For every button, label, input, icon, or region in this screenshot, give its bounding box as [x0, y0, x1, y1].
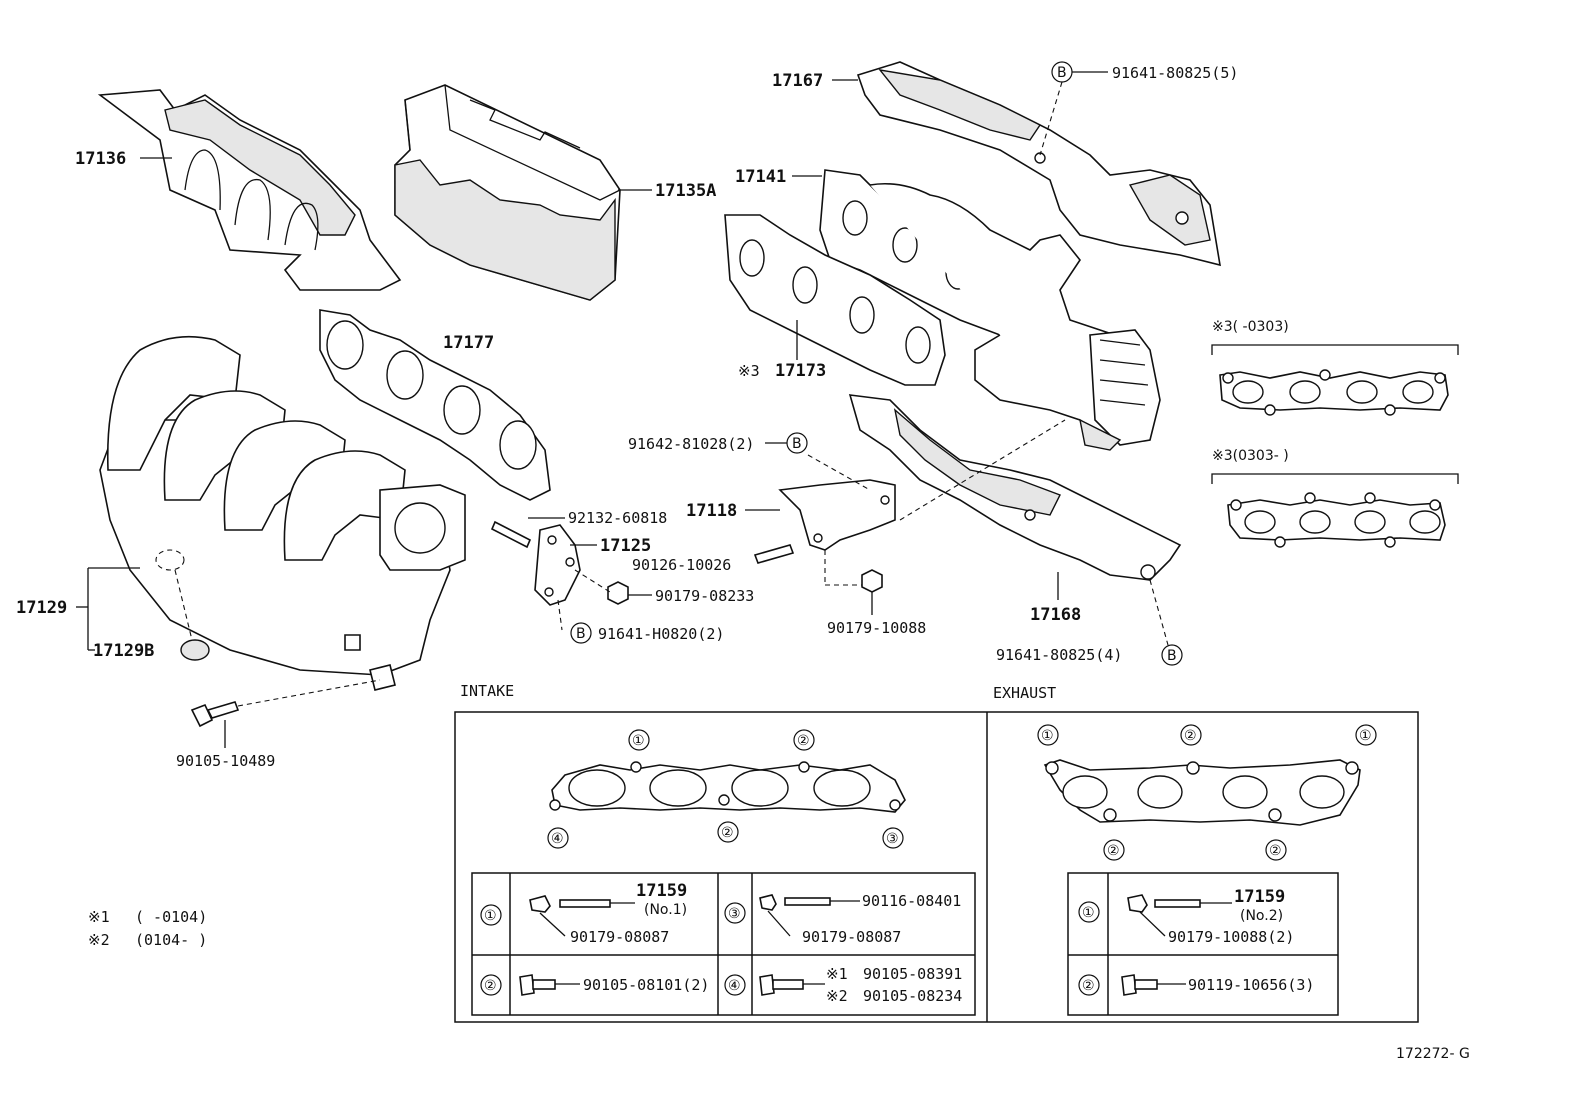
- label-90105-10489: 90105-10489: [176, 752, 275, 770]
- label-17168: 17168: [1030, 605, 1081, 625]
- exhaust-pos-1-right: ①: [1359, 728, 1372, 744]
- intake-pos-3: ③: [886, 831, 899, 847]
- label-17177: 17177: [443, 333, 494, 353]
- section-exhaust-title: EXHAUST: [993, 684, 1056, 702]
- intake-table-row4-note2: ※2: [826, 987, 848, 1005]
- section-intake-title: INTAKE: [460, 682, 514, 700]
- intake-manifold-17129-drawing[interactable]: [99, 335, 466, 691]
- label-17118: 17118: [686, 501, 737, 521]
- label-92132-60818: 92132-60818: [568, 509, 667, 527]
- label-17129b: 17129B: [93, 641, 154, 661]
- bracket-17118-drawing[interactable]: [778, 479, 896, 551]
- intake-table-row4-num: ④: [728, 978, 741, 994]
- label-17136: 17136: [75, 149, 126, 169]
- intake-pos-4: ④: [551, 831, 564, 847]
- exhaust-gasket-17173-drawing[interactable]: [724, 214, 946, 386]
- note1-mark: ※1: [88, 908, 110, 926]
- exhaust-table-row2-num: ②: [1082, 978, 1095, 994]
- intake-bolt-icon-2: [759, 974, 804, 996]
- label-17135a: 17135A: [655, 181, 716, 201]
- label-17167: 17167: [772, 71, 823, 91]
- bolt-b-marker-top: B: [1057, 65, 1067, 81]
- intake-table-row4-part1: 90105-08391: [863, 965, 962, 983]
- exhaust-pos-2-bottom-left: ②: [1107, 843, 1120, 859]
- exhaust-table-row1-part: 17159: [1234, 887, 1285, 907]
- intake-stud-icon-2: [759, 894, 831, 911]
- plug-17129b-drawing[interactable]: [180, 639, 210, 661]
- stud-90126-10026-drawing[interactable]: [753, 544, 795, 564]
- intake-pos-1: ①: [632, 733, 645, 749]
- intake-table-row3-nut: 90179-08087: [802, 928, 901, 946]
- heat-insulator-17168-drawing[interactable]: [848, 394, 1182, 581]
- variant-late-label: ※3(0303- ): [1212, 448, 1289, 464]
- intake-table-row3-part: 90116-08401: [862, 892, 961, 910]
- exhaust-stud-icon: [1127, 894, 1201, 913]
- heat-insulator-17135a-drawing[interactable]: [394, 84, 621, 301]
- exhaust-pos-1-left: ①: [1041, 728, 1054, 744]
- note1-range: ( -0104): [135, 908, 207, 926]
- note2-range: (0104- ): [135, 931, 207, 949]
- parts-table-frame: [454, 711, 1419, 1023]
- label-17125: 17125: [600, 536, 651, 556]
- heat-insulator-17167-drawing[interactable]: [856, 61, 1221, 267]
- nut-90179-08233-drawing[interactable]: [607, 581, 629, 605]
- exhaust-table-row1-num: ①: [1082, 905, 1095, 921]
- intake-table-row4-note1: ※1: [826, 965, 848, 983]
- variant-early-label: ※3( -0303): [1212, 319, 1289, 335]
- intake-table-row1-nut: 90179-08087: [570, 928, 669, 946]
- bolt-90105-10489-drawing[interactable]: [190, 701, 240, 728]
- label-91641-80825-5: 91641-80825(5): [1112, 64, 1238, 82]
- exhaust-pos-2-top: ②: [1184, 728, 1197, 744]
- intake-table-row1-sub: (No.1): [644, 902, 687, 918]
- exhaust-table-row1-nut: 90179-10088(2): [1168, 928, 1294, 946]
- label-91642-81028: 91642-81028(2): [628, 435, 754, 453]
- exhaust-bolt-icon: [1121, 974, 1158, 996]
- intake-table-row2-part: 90105-08101(2): [583, 976, 709, 994]
- label-17129: 17129: [16, 598, 67, 618]
- figure-id: 172272- G: [1396, 1046, 1470, 1062]
- label-91641-80825-4: 91641-80825(4): [996, 646, 1122, 664]
- label-91641-h0820: 91641-H0820(2): [598, 625, 724, 643]
- label-17141: 17141: [735, 167, 786, 187]
- intake-table-row2-num: ②: [484, 978, 497, 994]
- label-17173: 17173: [775, 361, 826, 381]
- exhaust-table-row2-part: 90119-10656(3): [1188, 976, 1314, 994]
- intake-pos-2-top: ②: [797, 733, 810, 749]
- intake-table-row1-num: ①: [484, 908, 497, 924]
- gasket-variant-late-drawing[interactable]: [1227, 492, 1446, 548]
- gasket-variant-early-drawing[interactable]: [1219, 369, 1449, 416]
- intake-table-row4-part2: 90105-08234: [863, 987, 962, 1005]
- nut-90179-10088-drawing[interactable]: [861, 569, 883, 593]
- intake-stud-icon: [529, 895, 611, 913]
- intake-pos-2-bottom: ②: [721, 825, 734, 841]
- stud-92132-60818-drawing[interactable]: [490, 520, 532, 549]
- intake-gasket-detail-drawing: [549, 761, 906, 813]
- intake-bolt-icon: [519, 974, 556, 996]
- exhaust-table-row1-sub: (No.2): [1240, 908, 1283, 924]
- exhaust-fastener-table: [1067, 872, 1339, 1016]
- intake-table-row3-num: ③: [728, 906, 741, 922]
- bolt-b-marker-17125: B: [576, 626, 586, 642]
- heat-insulator-17136-drawing[interactable]: [97, 89, 402, 291]
- exhaust-gasket-detail-drawing: [1043, 759, 1361, 826]
- bracket-17125-drawing[interactable]: [534, 524, 581, 606]
- intake-gasket-17177-drawing[interactable]: [319, 309, 551, 501]
- note2-mark: ※2: [88, 931, 110, 949]
- label-90179-10088: 90179-10088: [827, 619, 926, 637]
- bolt-b-marker-bottom: B: [1167, 648, 1177, 664]
- bolt-b-marker-bracket: B: [792, 436, 802, 452]
- label-90179-08233: 90179-08233: [655, 587, 754, 605]
- note-mark-17173: ※3: [738, 362, 760, 380]
- intake-fastener-table: [471, 872, 976, 1016]
- intake-table-row1-part: 17159: [636, 881, 687, 901]
- exhaust-pos-2-bottom-right: ②: [1269, 843, 1282, 859]
- label-90126-10026: 90126-10026: [632, 556, 731, 574]
- exhaust-manifold-17141-drawing[interactable]: [819, 169, 1161, 451]
